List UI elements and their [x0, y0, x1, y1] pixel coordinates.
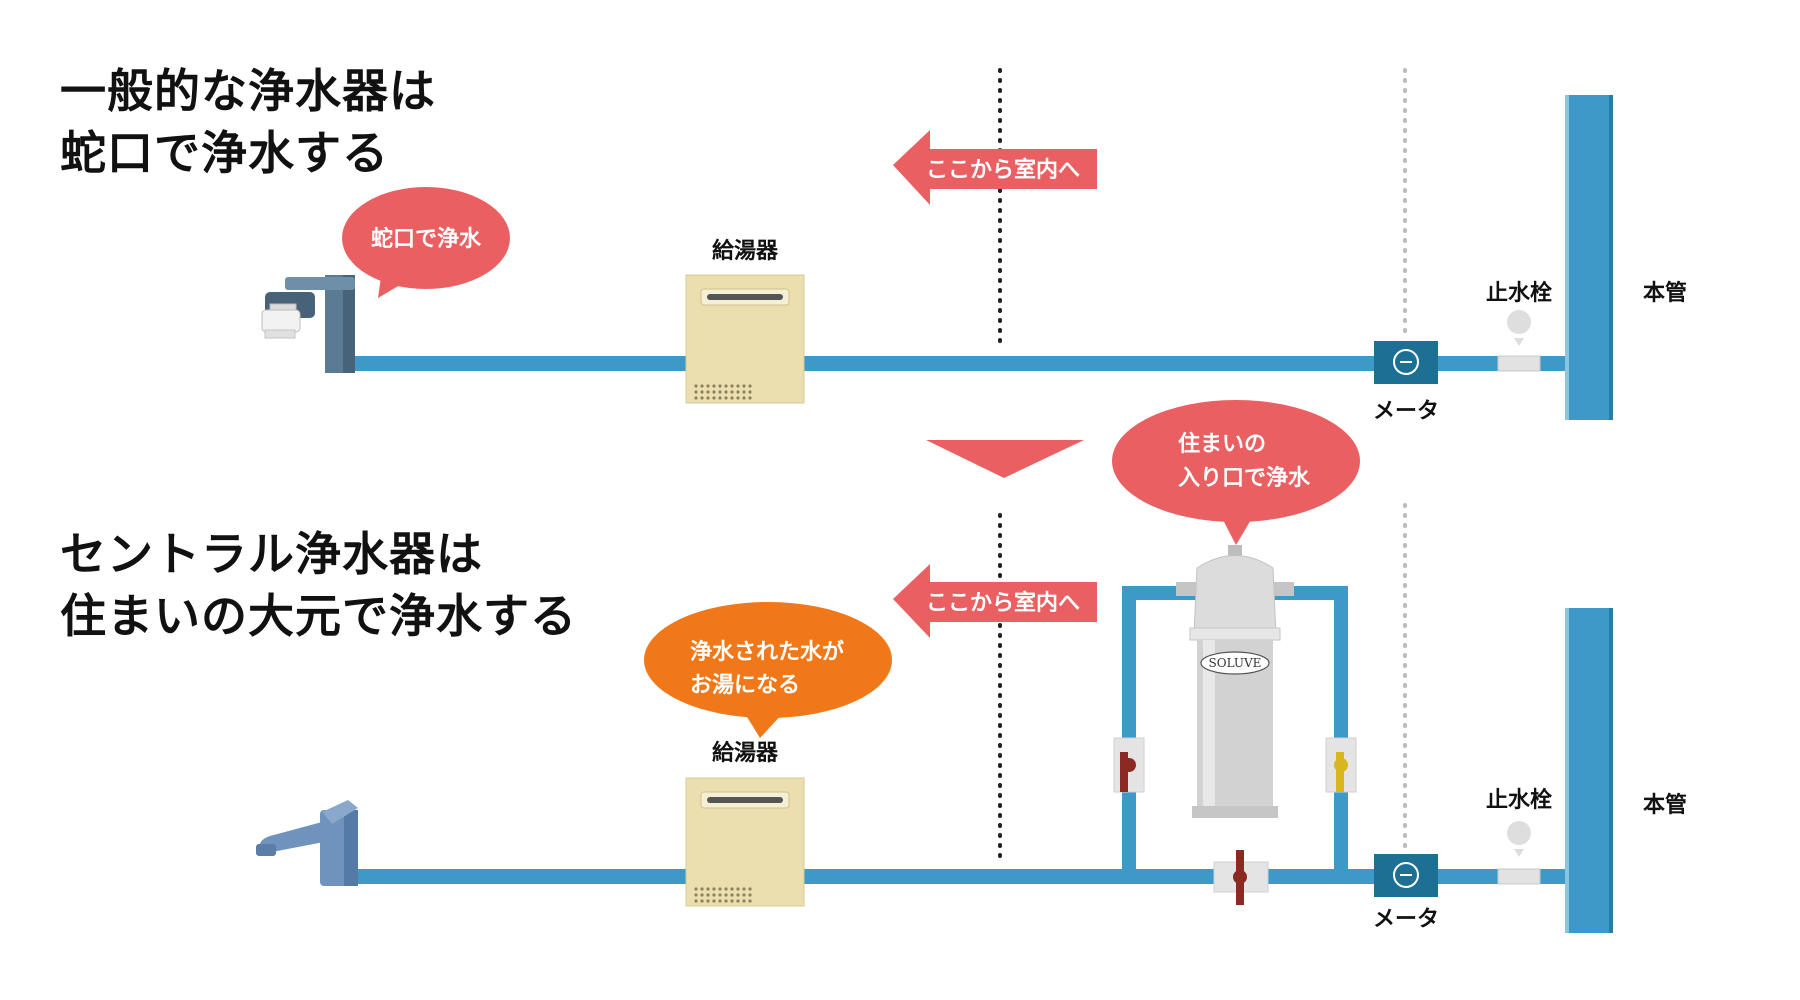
- heater-label: 給湯器: [712, 740, 779, 766]
- indoor-arrow-icon: [893, 564, 1097, 638]
- top-heading-line2: 蛇口で浄水する: [60, 126, 389, 180]
- bottom-heading: セントラル浄水器は 住まいの大元で浄水する: [60, 523, 577, 647]
- main-pipe-label: 本管: [1643, 280, 1687, 306]
- stopcock-label: 止水栓: [1486, 281, 1552, 306]
- indoor-arrow-label: ここから室内へ: [926, 590, 1080, 616]
- bottom-heading-line1: セントラル浄水器は: [60, 527, 483, 581]
- indoor-arrow-icon: [893, 130, 1097, 205]
- water-filter-icon: [1176, 545, 1294, 818]
- filter-loop-pipe: [1122, 586, 1348, 876]
- water-heater-icon: [685, 274, 805, 404]
- water-meter-icon: [1374, 854, 1438, 897]
- callout-faucet-text: 蛇口で浄水: [371, 226, 482, 252]
- water-heater-icon: [685, 777, 805, 907]
- meter-label: メータ: [1373, 907, 1439, 932]
- callout-heater: [644, 602, 892, 738]
- main-pipe: [1565, 95, 1613, 420]
- main-pipe-label: 本管: [1643, 792, 1687, 818]
- valve-icon: [1325, 737, 1357, 793]
- indoor-arrow-label: ここから室内へ: [926, 157, 1080, 183]
- top-heading-line1: 一般的な浄水器は: [60, 64, 436, 118]
- water-meter-icon: [1374, 341, 1438, 384]
- valve-icon: [1213, 850, 1269, 905]
- stopcock: [1497, 821, 1541, 885]
- top-heading: 一般的な浄水器は 蛇口で浄水する: [60, 60, 436, 184]
- stopcock-label: 止水栓: [1486, 788, 1552, 813]
- callout-faucet: [342, 187, 510, 298]
- stopcock-marker-icon: [1507, 310, 1531, 334]
- heater-label: 給湯器: [712, 238, 779, 264]
- callout-filter-text-line2: 入り口で浄水: [1178, 465, 1311, 491]
- stopcock: [1497, 310, 1541, 372]
- meter-label: メータ: [1373, 399, 1439, 424]
- faucet-icon: [256, 800, 358, 886]
- main-pipe: [1565, 608, 1613, 933]
- callout-filter: [1112, 400, 1360, 545]
- down-triangle-icon: [926, 440, 1084, 478]
- supply-pipe: [350, 356, 1570, 371]
- bottom-diagram: SOLUVE 本管 止水栓: [256, 400, 1687, 933]
- valve-icon: [1113, 737, 1145, 793]
- bottom-heading-line2: 住まいの大元で浄水する: [60, 589, 577, 643]
- stopcock-marker-icon: [1507, 821, 1531, 845]
- callout-filter-text-line1: 住まいの: [1178, 431, 1266, 457]
- top-diagram: 本管 止水栓 メータ 給湯器: [261, 68, 1687, 424]
- callout-heater-text-line1: 浄水された水が: [690, 639, 844, 665]
- callout-heater-text-line2: お湯になる: [690, 673, 800, 698]
- filter-brand-label: SOLUVE: [1209, 656, 1262, 670]
- faucet-icon: [261, 275, 355, 373]
